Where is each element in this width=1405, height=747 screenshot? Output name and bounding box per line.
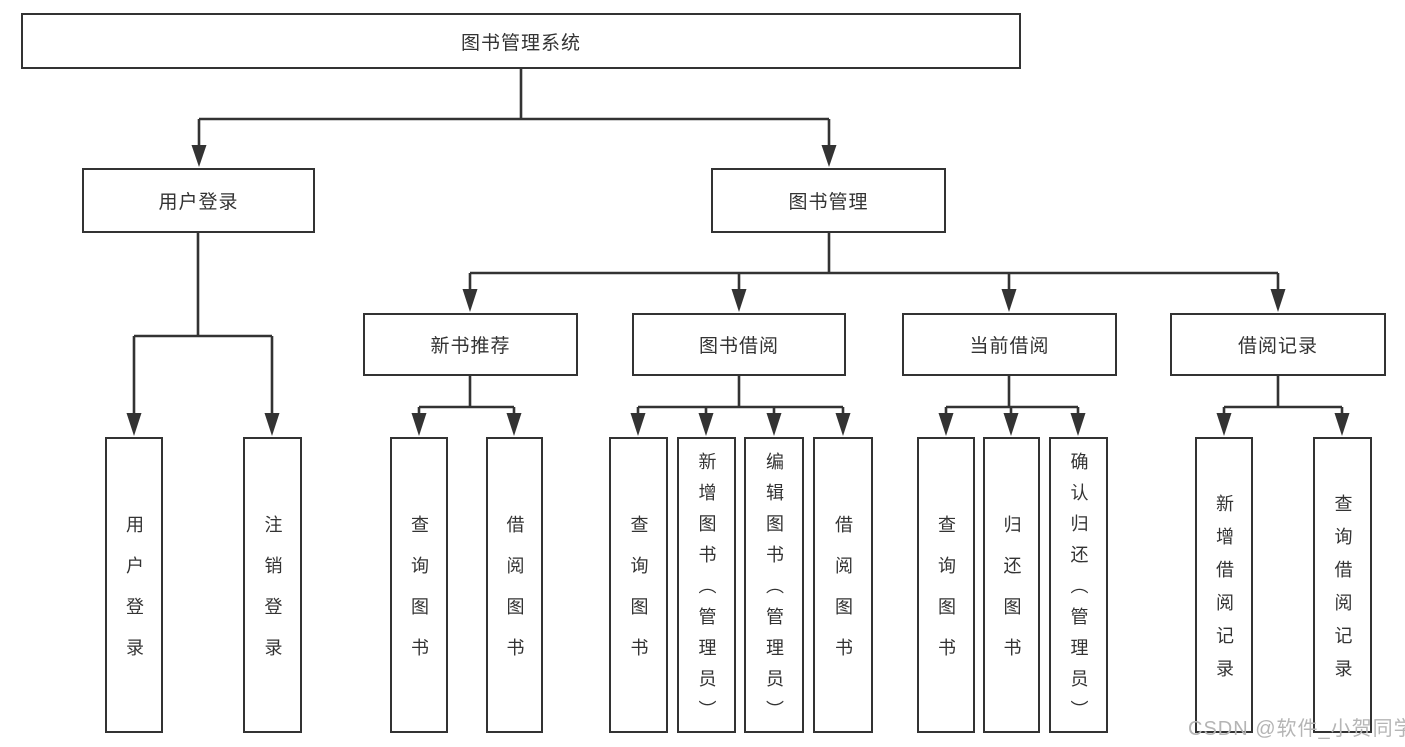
- leaf-logout: 注销登录: [243, 437, 302, 733]
- leaf-add-books-admin: 新增图书（管理员）: [677, 437, 736, 733]
- arrowheads: [126, 145, 1350, 436]
- arrow-to-leaf: [1216, 413, 1232, 436]
- leaf-label: 确认归还（管理员）: [1068, 452, 1089, 731]
- arrow-to-leaf: [1070, 413, 1086, 436]
- leaf-label: 借阅图书: [504, 514, 525, 679]
- node-new-book-recommend: 新书推荐: [363, 313, 578, 376]
- arrow-to-book-management: [821, 145, 837, 167]
- leaf-label: 查询借阅记录: [1332, 493, 1353, 692]
- leaf-label: 新增图书（管理员）: [696, 452, 717, 731]
- node-label: 用户登录: [158, 192, 239, 213]
- leaf-label: 查询图书: [936, 514, 956, 679]
- leaf-label: 借阅图书: [833, 514, 853, 679]
- node-book-borrow: 图书借阅: [632, 313, 846, 376]
- node-current-borrow: 当前借阅: [902, 313, 1117, 376]
- leaf-user-login: 用户登录: [105, 437, 163, 733]
- arrow-to-leaf: [766, 413, 782, 436]
- leaf-query-books: 查询图书: [609, 437, 668, 733]
- leaf-label: 归还图书: [1001, 514, 1022, 679]
- leaf-borrow-books: 借阅图书: [813, 437, 873, 733]
- leaf-query-books: 查询图书: [390, 437, 448, 733]
- leaf-query-books: 查询图书: [917, 437, 975, 733]
- node-borrow-records: 借阅记录: [1170, 313, 1386, 376]
- arrow-to-leaf: [411, 413, 427, 436]
- leaf-add-borrow-record: 新增借阅记录: [1195, 437, 1253, 733]
- node-label: 新书推荐: [430, 336, 511, 357]
- connector-user-login-to-leaves: [132, 233, 274, 414]
- node-label: 借阅记录: [1237, 336, 1318, 357]
- arrow-to-leaf: [506, 413, 522, 436]
- leaf-label: 编辑图书（管理员）: [764, 452, 784, 731]
- node-label: 图书管理: [788, 192, 869, 213]
- arrow-to-new-book-recommend: [462, 289, 478, 312]
- leaf-label: 查询图书: [628, 514, 649, 679]
- node-root-library-system: 图书管理系统: [21, 13, 1021, 69]
- leaf-query-borrow-record: 查询借阅记录: [1313, 437, 1372, 733]
- arrow-to-current-borrow: [1001, 289, 1017, 312]
- leaf-label: 新增借阅记录: [1214, 493, 1234, 692]
- leaf-confirm-return-admin: 确认归还（管理员）: [1049, 437, 1108, 733]
- leaf-edit-books-admin: 编辑图书（管理员）: [744, 437, 804, 733]
- connector-current-borrow-to-leaves: [944, 376, 1080, 414]
- arrow-to-borrow-records: [1270, 289, 1286, 312]
- arrow-to-leaf: [126, 413, 142, 436]
- node-label: 图书管理系统: [460, 32, 581, 54]
- arrow-to-leaf: [1003, 413, 1019, 436]
- leaf-label: 查询图书: [409, 514, 429, 679]
- connector-book-management-to-groups: [468, 233, 1280, 290]
- leaf-label: 用户登录: [124, 514, 144, 679]
- arrow-to-leaf: [1334, 413, 1350, 436]
- leaf-return-books: 归还图书: [983, 437, 1040, 733]
- connector-borrow-records-to-leaves: [1222, 376, 1344, 414]
- connector-book-borrow-to-leaves: [636, 376, 845, 414]
- arrow-to-leaf: [630, 413, 646, 436]
- arrow-to-leaf: [698, 413, 714, 436]
- leaf-label: 注销登录: [262, 514, 283, 679]
- arrow-to-leaf: [264, 413, 280, 436]
- node-label: 图书借阅: [698, 336, 779, 357]
- csdn-watermark: CSDN @软件_小贺同学: [1188, 718, 1405, 740]
- node-book-management: 图书管理: [711, 168, 946, 233]
- arrow-to-leaf: [938, 413, 954, 436]
- arrow-to-user-login: [191, 145, 207, 167]
- node-user-login: 用户登录: [82, 168, 315, 233]
- node-label: 当前借阅: [969, 336, 1050, 357]
- connector-root-to-level2: [197, 69, 831, 146]
- leaf-borrow-books: 借阅图书: [486, 437, 543, 733]
- connector-new-book-recommend-to-leaves: [417, 376, 516, 414]
- arrow-to-book-borrow: [731, 289, 747, 312]
- arrow-to-leaf: [835, 413, 851, 436]
